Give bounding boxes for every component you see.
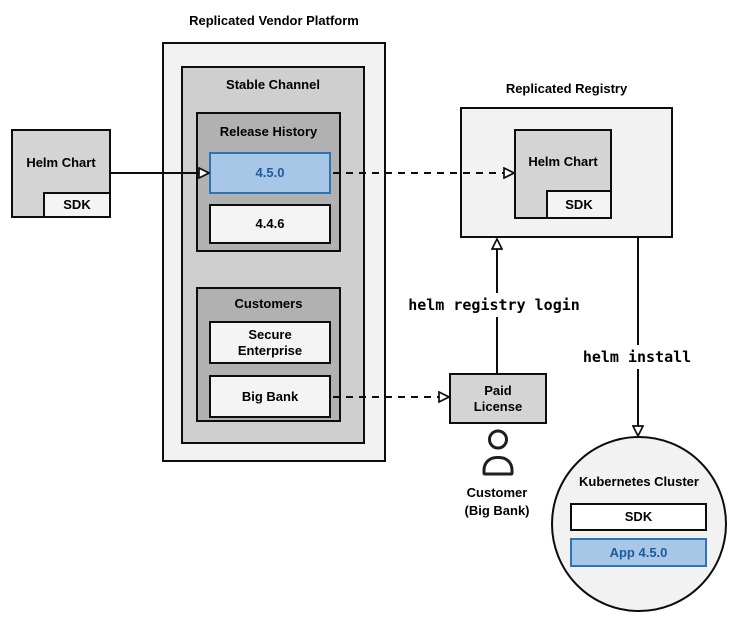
- arrow-helm-to-release-line: [111, 172, 200, 174]
- arrow-registry-to-cluster-line: [637, 238, 639, 426]
- release-history-label: Release History: [219, 124, 318, 139]
- customers-label: Customers: [234, 296, 303, 311]
- arrow-license-to-registry-head: [491, 238, 503, 250]
- customer-caption-line1: Customer: [466, 485, 528, 500]
- arrow-release-to-registry-head: [503, 167, 515, 179]
- kubernetes-app-box: App 4.5.0: [570, 538, 707, 567]
- secure-enterprise-line2: Enterprise: [237, 342, 303, 358]
- kubernetes-cluster-title: Kubernetes Cluster: [579, 474, 699, 489]
- stable-channel-label: Stable Channel: [226, 77, 320, 92]
- registry-sdk-box: SDK: [546, 190, 612, 219]
- customer-big-bank-box: Big Bank: [209, 375, 331, 418]
- customer-secure-enterprise-box: Secure Enterprise: [209, 321, 331, 364]
- vendor-platform-title: Replicated Vendor Platform: [189, 13, 359, 28]
- arrow-bigbank-to-license-head: [438, 391, 450, 403]
- customer-caption-line2: (Big Bank): [464, 503, 530, 518]
- registry-title: Replicated Registry: [505, 81, 628, 96]
- arrow-release-to-registry-line: [333, 172, 505, 174]
- secure-enterprise-line1: Secure: [248, 326, 292, 342]
- person-icon: [482, 429, 514, 476]
- arrow-registry-to-cluster-head: [632, 425, 644, 437]
- kubernetes-sdk-box: SDK: [570, 503, 707, 531]
- paid-license-line2: License: [473, 398, 523, 414]
- customer-caption: Customer (Big Bank): [427, 484, 567, 520]
- release-version-450-box: 4.5.0: [209, 152, 331, 194]
- arrow-helm-to-release-head: [198, 167, 210, 179]
- command-install: helm install: [577, 345, 697, 369]
- release-version-446-box: 4.4.6: [209, 204, 331, 244]
- helm-chart-source-sdk-box: SDK: [43, 192, 111, 218]
- command-registry-login: helm registry login: [403, 293, 585, 317]
- paid-license-line1: Paid: [484, 382, 512, 398]
- arrow-bigbank-to-license-line: [333, 396, 440, 398]
- paid-license-box: Paid License: [449, 373, 547, 424]
